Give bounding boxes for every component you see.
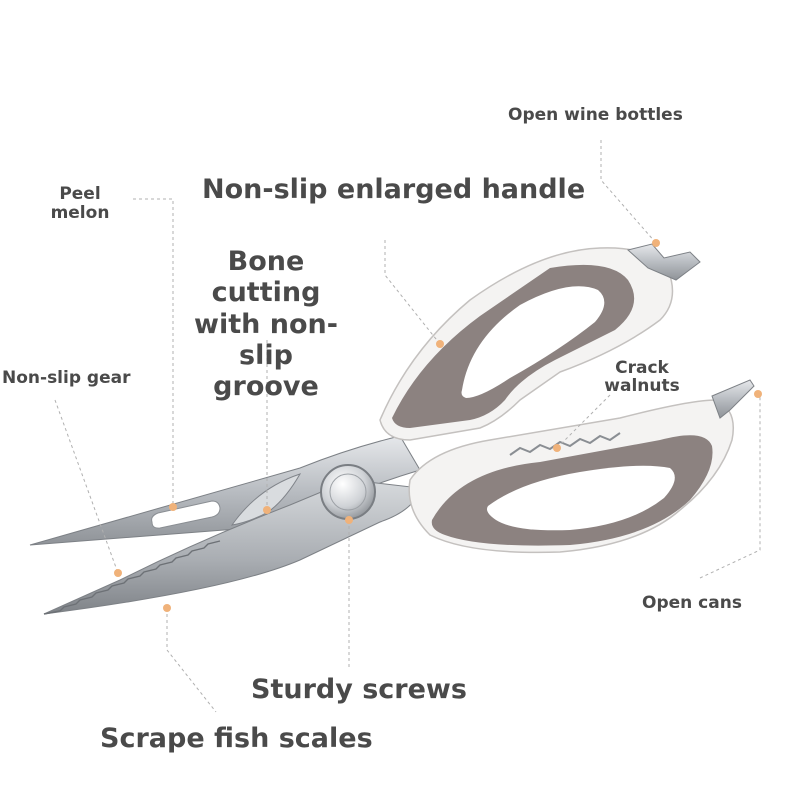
dot-peel (169, 503, 177, 511)
label-open-cans: Open cans (642, 593, 742, 613)
leader-wine (600, 140, 657, 244)
dot-cans (754, 390, 762, 398)
can-opener (711, 379, 755, 419)
upper-handle-loop (461, 286, 605, 398)
leader-peel (133, 198, 174, 507)
marker-dots (114, 239, 762, 612)
dot-bone (263, 506, 271, 514)
serrated-edge (43, 540, 221, 615)
leader-lines (54, 140, 761, 713)
lower-blade (43, 473, 421, 615)
pivot-screw (320, 464, 376, 520)
walnut-cracker (509, 432, 621, 456)
leader-fish (166, 608, 217, 713)
leader-cans (699, 394, 761, 579)
bone-groove (230, 473, 302, 526)
upper-handle (379, 243, 701, 441)
label-non-slip-handle: Non-slip enlarged handle (202, 174, 586, 205)
lower-handle (408, 379, 755, 554)
dot-wine (652, 239, 660, 247)
label-crack-walnuts: Crack walnuts (604, 358, 680, 397)
peel-slot (151, 500, 221, 529)
label-open-wine-bottles: Open wine bottles (508, 105, 683, 125)
dot-walnut (553, 444, 561, 452)
dot-gear (114, 569, 122, 577)
label-sturdy-screws: Sturdy screws (251, 674, 467, 705)
label-bone-cutting: Bone cutting with non-slip groove (194, 246, 338, 403)
dot-handle (436, 340, 444, 348)
leader-handle (384, 240, 441, 345)
dot-fish (163, 604, 171, 612)
dot-screw (345, 516, 353, 524)
lower-handle-loop (487, 465, 675, 531)
label-peel-melon: Peel melon (50, 184, 110, 224)
leader-gear (54, 399, 119, 574)
label-non-slip-gear: Non-slip gear (2, 368, 131, 388)
label-scrape-fish-scales: Scrape fish scales (100, 723, 373, 754)
